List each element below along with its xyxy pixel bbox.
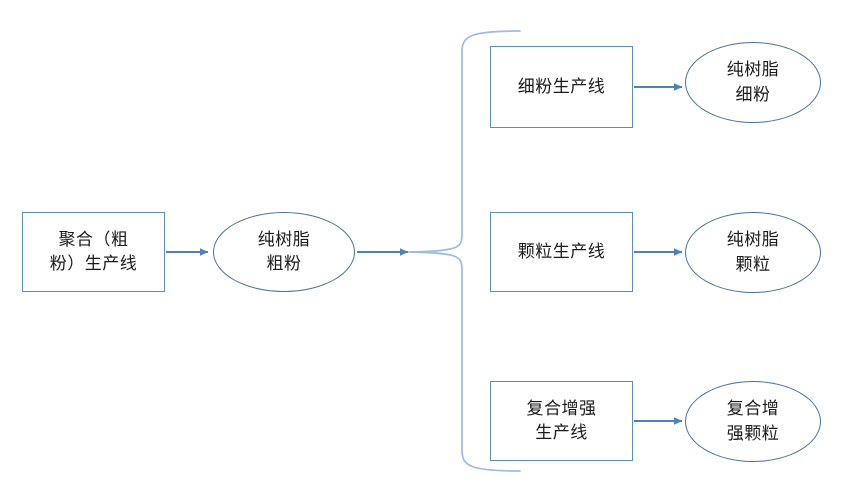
node-pure-resin-granule[interactable]: 纯树脂 颗粒 xyxy=(685,212,821,293)
node-label: 纯树脂 粗粉 xyxy=(257,229,311,273)
node-label: 颗粒生产线 xyxy=(517,241,606,261)
node-label: 纯树脂 颗粒 xyxy=(726,230,780,274)
node-label: 聚合（粗 粉）生产线 xyxy=(49,229,138,273)
node-label: 复合增 强颗粒 xyxy=(726,399,780,443)
node-label: 复合增强 生产线 xyxy=(526,398,597,442)
node-pure-resin-coarse-powder[interactable]: 纯树脂 粗粉 xyxy=(213,212,355,292)
node-polymerization-coarse-powder-line[interactable]: 聚合（粗 粉）生产线 xyxy=(22,212,165,292)
node-pure-resin-fine-powder[interactable]: 纯树脂 细粉 xyxy=(685,42,821,123)
node-label: 纯树脂 细粉 xyxy=(726,60,780,104)
node-composite-reinforced-granule[interactable]: 复合增 强颗粒 xyxy=(685,381,821,462)
node-fine-powder-line[interactable]: 细粉生产线 xyxy=(490,46,633,128)
node-granule-line[interactable]: 颗粒生产线 xyxy=(490,212,633,292)
node-label: 细粉生产线 xyxy=(517,76,606,96)
node-composite-reinforced-line[interactable]: 复合增强 生产线 xyxy=(490,381,633,461)
